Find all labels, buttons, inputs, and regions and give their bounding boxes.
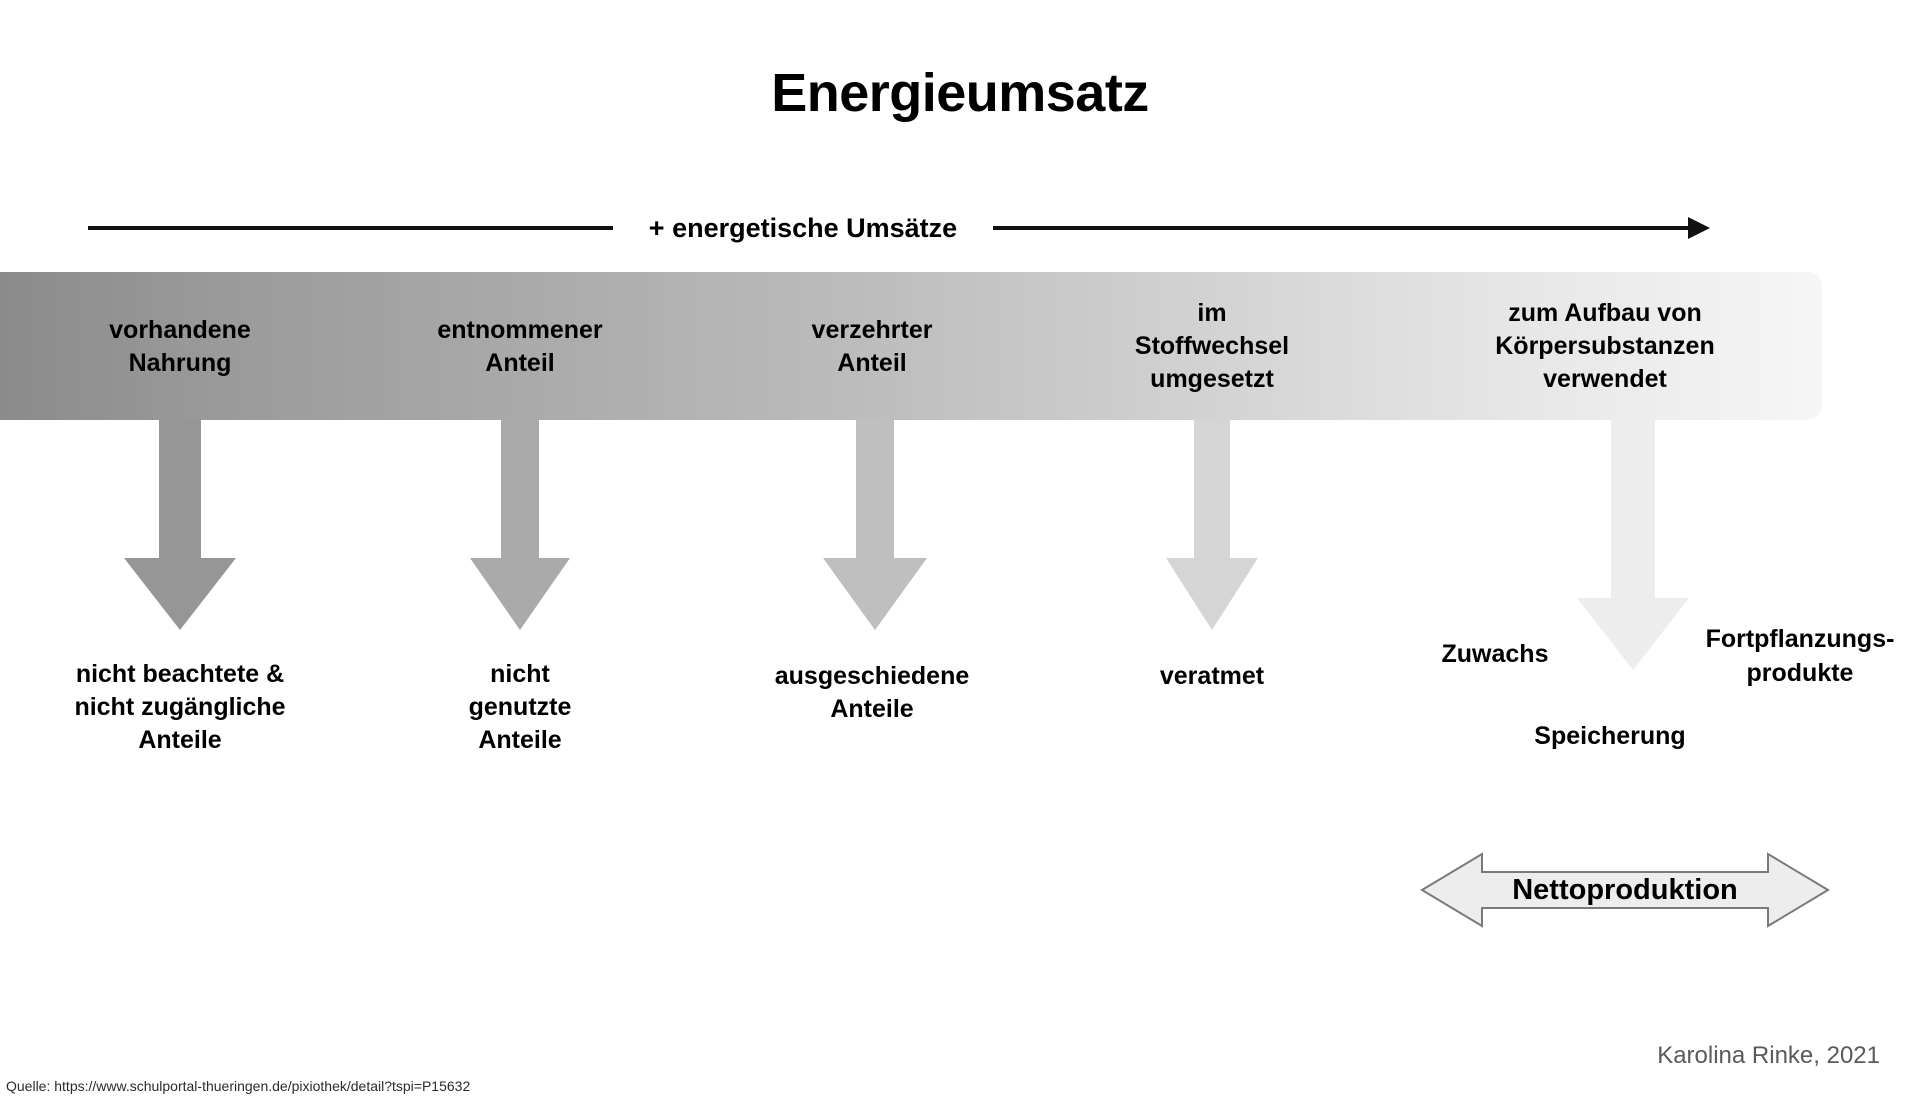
arrow-head-down-icon bbox=[470, 558, 570, 630]
flow-arrow-nicht-beachtete bbox=[100, 418, 260, 630]
flow-arrow-veratmet bbox=[1150, 418, 1274, 630]
arrow-shaft bbox=[159, 418, 201, 560]
axis-label: + energetische Umsätze bbox=[648, 213, 958, 243]
bar-segment-label-im-stoffwechsel-umgesetzt: im Stoffwechsel umgesetzt bbox=[1134, 299, 1290, 393]
page-title: Energieumsatz bbox=[771, 63, 1149, 123]
author-credit: Karolina Rinke, 2021 bbox=[1657, 1042, 1880, 1069]
double-arrow-icon bbox=[1420, 852, 1830, 928]
output-label-speicherung: Speicherung bbox=[1534, 722, 1686, 750]
bar-segment-label-verzehrter-anteil: verzehrter Anteil bbox=[811, 316, 933, 377]
bar-segment-label-entnommener-anteil: entnommener Anteil bbox=[437, 316, 603, 377]
arrow-shaft bbox=[1194, 418, 1230, 560]
output-label-zuwachs: Zuwachs bbox=[1441, 640, 1549, 668]
flow-arrow-ausgeschiedene bbox=[805, 418, 945, 630]
nettoproduktion-double-arrow: Nettoproduktion bbox=[1420, 848, 1830, 932]
flow-label-nicht-beachtete: nicht beachtete & nicht zugängliche Ante… bbox=[74, 660, 286, 754]
nettoproduktion-label: Nettoproduktion bbox=[1512, 873, 1738, 906]
arrow-shaft bbox=[856, 418, 894, 560]
flow-label-veratmet: veratmet bbox=[1159, 662, 1265, 690]
arrow-shaft bbox=[1611, 418, 1655, 600]
bar-segment-label-zum-aufbau-von-koerpersubstanzen: zum Aufbau von Körpersubstanzen verwende… bbox=[1495, 299, 1715, 393]
output-label-fortpflanzungsprodukte: Fortpflanzungs- produkte bbox=[1705, 625, 1895, 687]
flow-label-ausgeschiedene: ausgeschiedene Anteile bbox=[774, 662, 970, 723]
arrow-head-down-icon bbox=[823, 558, 927, 630]
energy-axis-arrow: + energetische Umsätze bbox=[88, 210, 1710, 250]
arrow-shaft bbox=[501, 418, 539, 560]
arrow-head-down-icon bbox=[124, 558, 236, 630]
bar-segment-label-vorhandene-nahrung: vorhandene Nahrung bbox=[109, 316, 251, 377]
axis-line-left-segment bbox=[88, 226, 613, 230]
axis-line-right-segment bbox=[993, 226, 1693, 230]
source-url: Quelle: https://www.schulportal-thuering… bbox=[6, 1078, 471, 1094]
flow-label-nicht-genutzte: nicht genutzte Anteile bbox=[468, 660, 572, 754]
energy-gradient-bar: vorhandene Nahrung entnommener Anteil ve… bbox=[0, 272, 1822, 420]
flow-arrow-nicht-genutzte bbox=[450, 418, 590, 630]
arrow-head-right-icon bbox=[1688, 217, 1710, 239]
arrow-head-down-icon bbox=[1577, 598, 1689, 670]
flow-arrow-nettoproduktion bbox=[1560, 418, 1706, 670]
arrow-head-down-icon bbox=[1166, 558, 1258, 630]
